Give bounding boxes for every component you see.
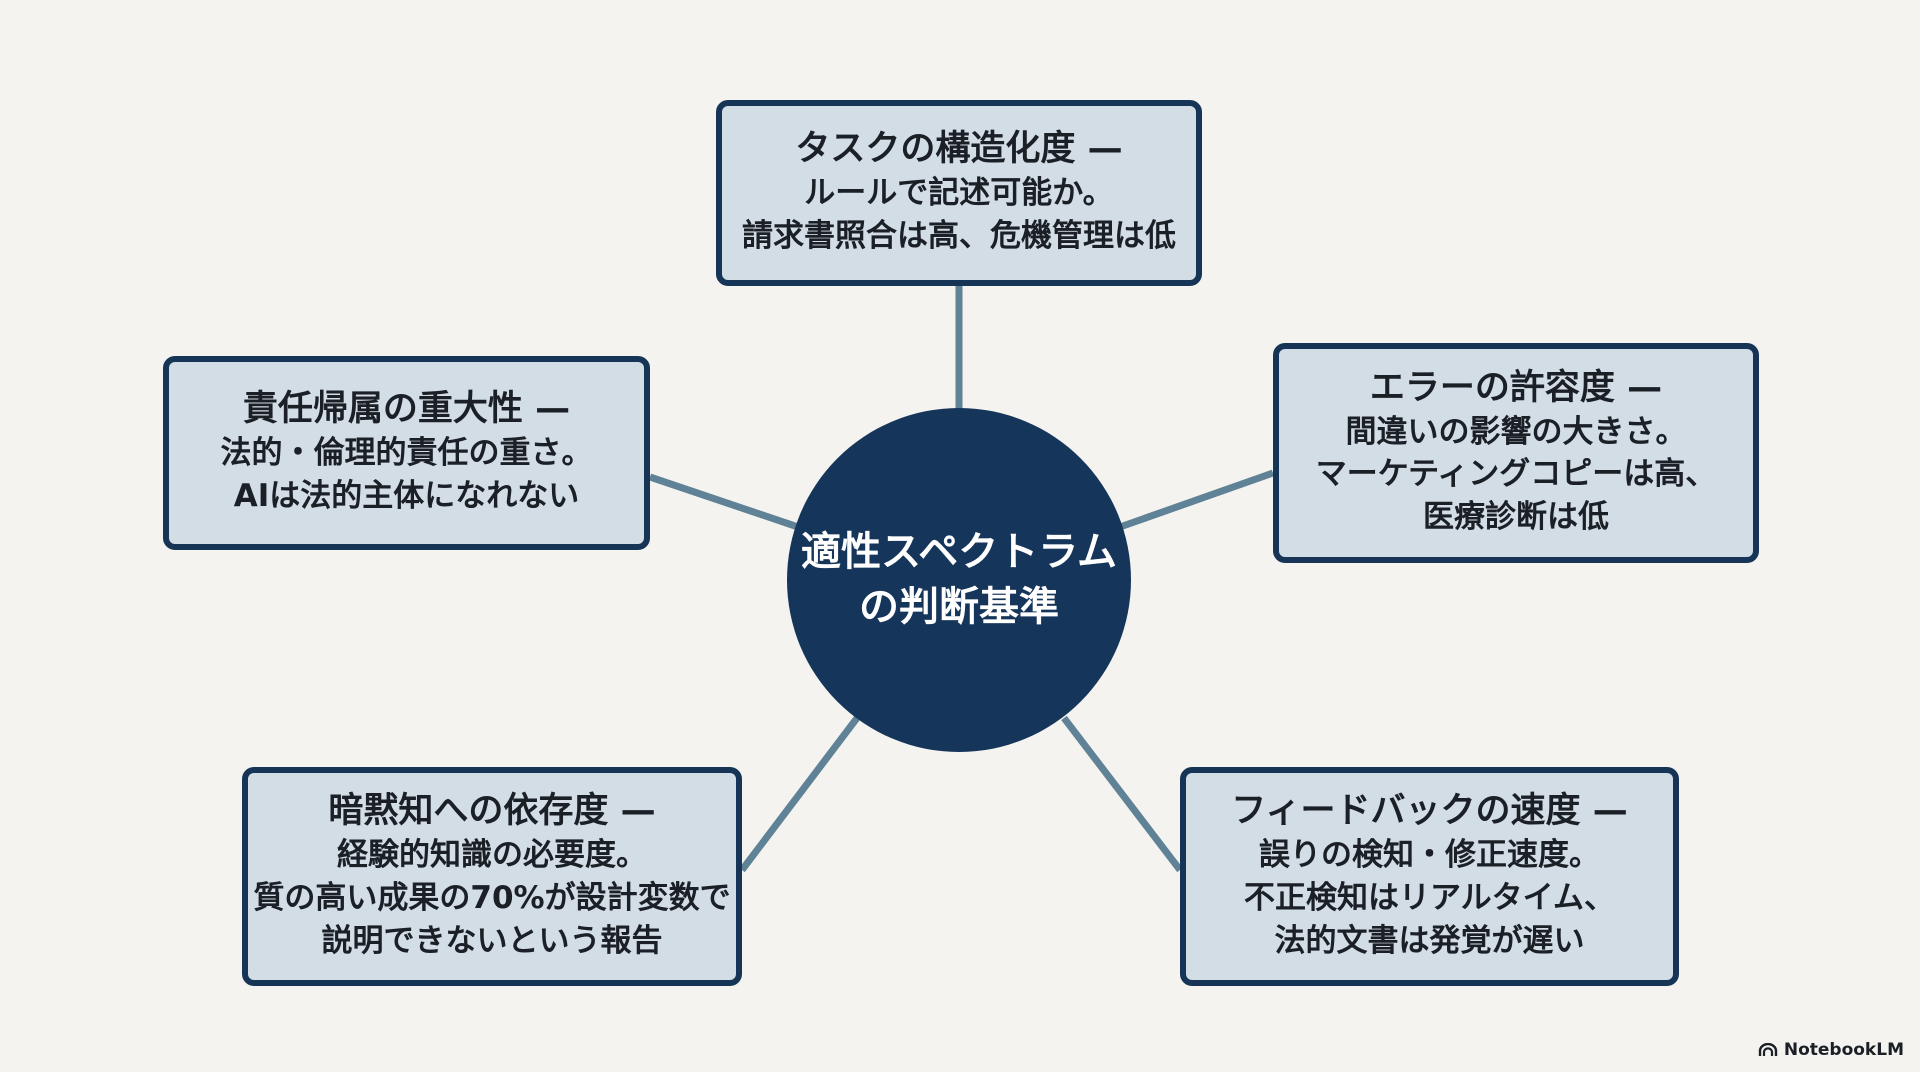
node-task-structure: タスクの構造化度 — ルールで記述可能か。 請求書照合は高、危機管理は低 xyxy=(716,100,1202,286)
brand-label: NotebookLM xyxy=(1783,1040,1904,1060)
node-text-line: 不正検知はリアルタイム、 xyxy=(1243,879,1616,916)
node-title: エラーの許容度 — xyxy=(1369,367,1663,408)
node-text-line: 経験的知識の必要度。 xyxy=(337,837,647,874)
center-title-line: の判断基準 xyxy=(859,584,1059,630)
node-error-tolerance: エラーの許容度 — 間違いの影響の大きさ。 マーケティングコピーは高、 医療診断… xyxy=(1273,343,1759,563)
center-title-line: 適性スペクトラム xyxy=(801,528,1117,575)
node-text-line: 間違いの影響の大きさ。 xyxy=(1345,413,1687,450)
connector-left xyxy=(648,473,800,531)
node-title: 責任帰属の重大性 — xyxy=(242,389,571,430)
center-hub: 適性スペクトラム の判断基準 xyxy=(787,408,1131,752)
node-text-line: 法的・倫理的責任の重さ。 xyxy=(220,435,593,472)
node-tacit-knowledge: 暗黙知への依存度 — 経験的知識の必要度。 質の高い成果の70%が設計変数で 説… xyxy=(242,767,742,986)
node-text-line: AIは法的主体になれない xyxy=(233,477,580,514)
connector-bottom-right xyxy=(1061,715,1183,873)
node-text-line: 説明できないという報告 xyxy=(321,922,663,959)
node-responsibility: 責任帰属の重大性 — 法的・倫理的責任の重さ。 AIは法的主体になれない xyxy=(163,356,650,550)
node-text-line: 誤りの検知・修正速度。 xyxy=(1259,837,1600,874)
connector-right xyxy=(1118,469,1275,531)
node-text-line: マーケティングコピーは高、 xyxy=(1315,456,1717,493)
node-text-line: ルールで記述可能か。 xyxy=(804,175,1114,212)
node-text-line: 法的文書は発覚が遅い xyxy=(1274,922,1585,959)
node-feedback-speed: フィードバックの速度 — 誤りの検知・修正速度。 不正検知はリアルタイム、 法的… xyxy=(1180,767,1679,986)
node-title: フィードバックの速度 — xyxy=(1231,791,1628,832)
brand-watermark: NotebookLM xyxy=(1758,1040,1904,1060)
node-title: タスクの構造化度 — xyxy=(795,129,1123,170)
node-title: 暗黙知への依存度 — xyxy=(328,791,656,832)
node-text-line: 請求書照合は高、危機管理は低 xyxy=(742,217,1176,254)
notebooklm-logo-icon xyxy=(1758,1043,1778,1056)
node-text-line: 質の高い成果の70%が設計変数で xyxy=(253,879,731,916)
connector-bottom-left xyxy=(739,715,860,873)
node-text-line: 医療診断は低 xyxy=(1423,499,1609,536)
